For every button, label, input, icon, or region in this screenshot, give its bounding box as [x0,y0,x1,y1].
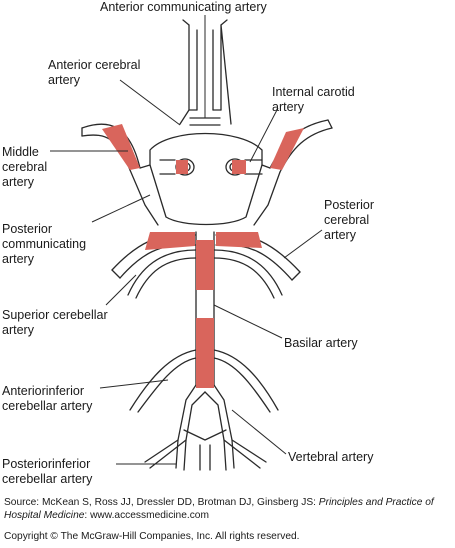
source-prefix: Source: McKean S, Ross JJ, Dressler DD, … [4,497,319,508]
anterior-cerebral-artery-vessel [179,19,232,125]
highlight-mca-right [270,128,304,170]
label-anterior-cerebral-artery: Anterior cerebral artery [48,58,141,87]
label-anterior-inferior-cerebellar-artery: Anteriorinferior cerebellar artery [2,384,93,413]
copyright-notice: Copyright © The McGraw-Hill Companies, I… [4,531,300,542]
superior-cerebellar-arteries [127,249,283,299]
highlight-ica-left [176,160,188,174]
highlight-mca-left [102,124,140,170]
circle-ring [149,132,263,226]
leader-aica [99,379,169,389]
highlight-ica-right [232,160,246,174]
leader-posterior-cerebral [283,229,323,259]
label-vertebral-artery: Vertebral artery [288,450,374,464]
vertebral-arteries [144,384,267,471]
leader-internal-carotid [249,107,279,163]
highlight-pca-right [216,232,262,248]
label-basilar-artery: Basilar artery [284,336,358,350]
label-posterior-communicating-artery: Posterior communicating artery [2,222,87,266]
highlight-basilar-upper [196,240,214,290]
leader-posterior-communicating [91,194,151,223]
leader-anterior-cerebral [119,79,181,126]
label-middle-cerebral-artery: Middle cerebral artery [2,145,48,189]
label-internal-carotid-artery: Internal carotid artery [272,85,355,114]
label-superior-cerebellar-artery: Superior cerebellar artery [2,308,108,337]
leader-superior-cerebellar [105,274,137,306]
anterior-inferior-cerebellar-arteries [129,349,279,413]
highlight-pca-left [145,232,195,250]
circle-of-willis-diagram [50,15,333,471]
label-anterior-communicating-artery: Anterior communicating artery [100,0,267,14]
label-posterior-cerebral-artery: Posterior cerebral artery [324,198,375,242]
source-title: Principles and Practice of Hospital Medi… [4,497,434,521]
highlight-basilar-lower [196,318,214,388]
source-suffix: : www.accessmedicine.com [84,509,209,521]
anterior-communicating-vessel [189,117,221,126]
leader-basilar [213,304,283,339]
leader-vertebral [231,409,287,455]
label-posterior-inferior-cerebellar-artery: Posteriorinferior cerebellar artery [2,457,93,486]
source-citation: Source: McKean S, Ross JJ, Dressler DD, … [4,497,452,522]
